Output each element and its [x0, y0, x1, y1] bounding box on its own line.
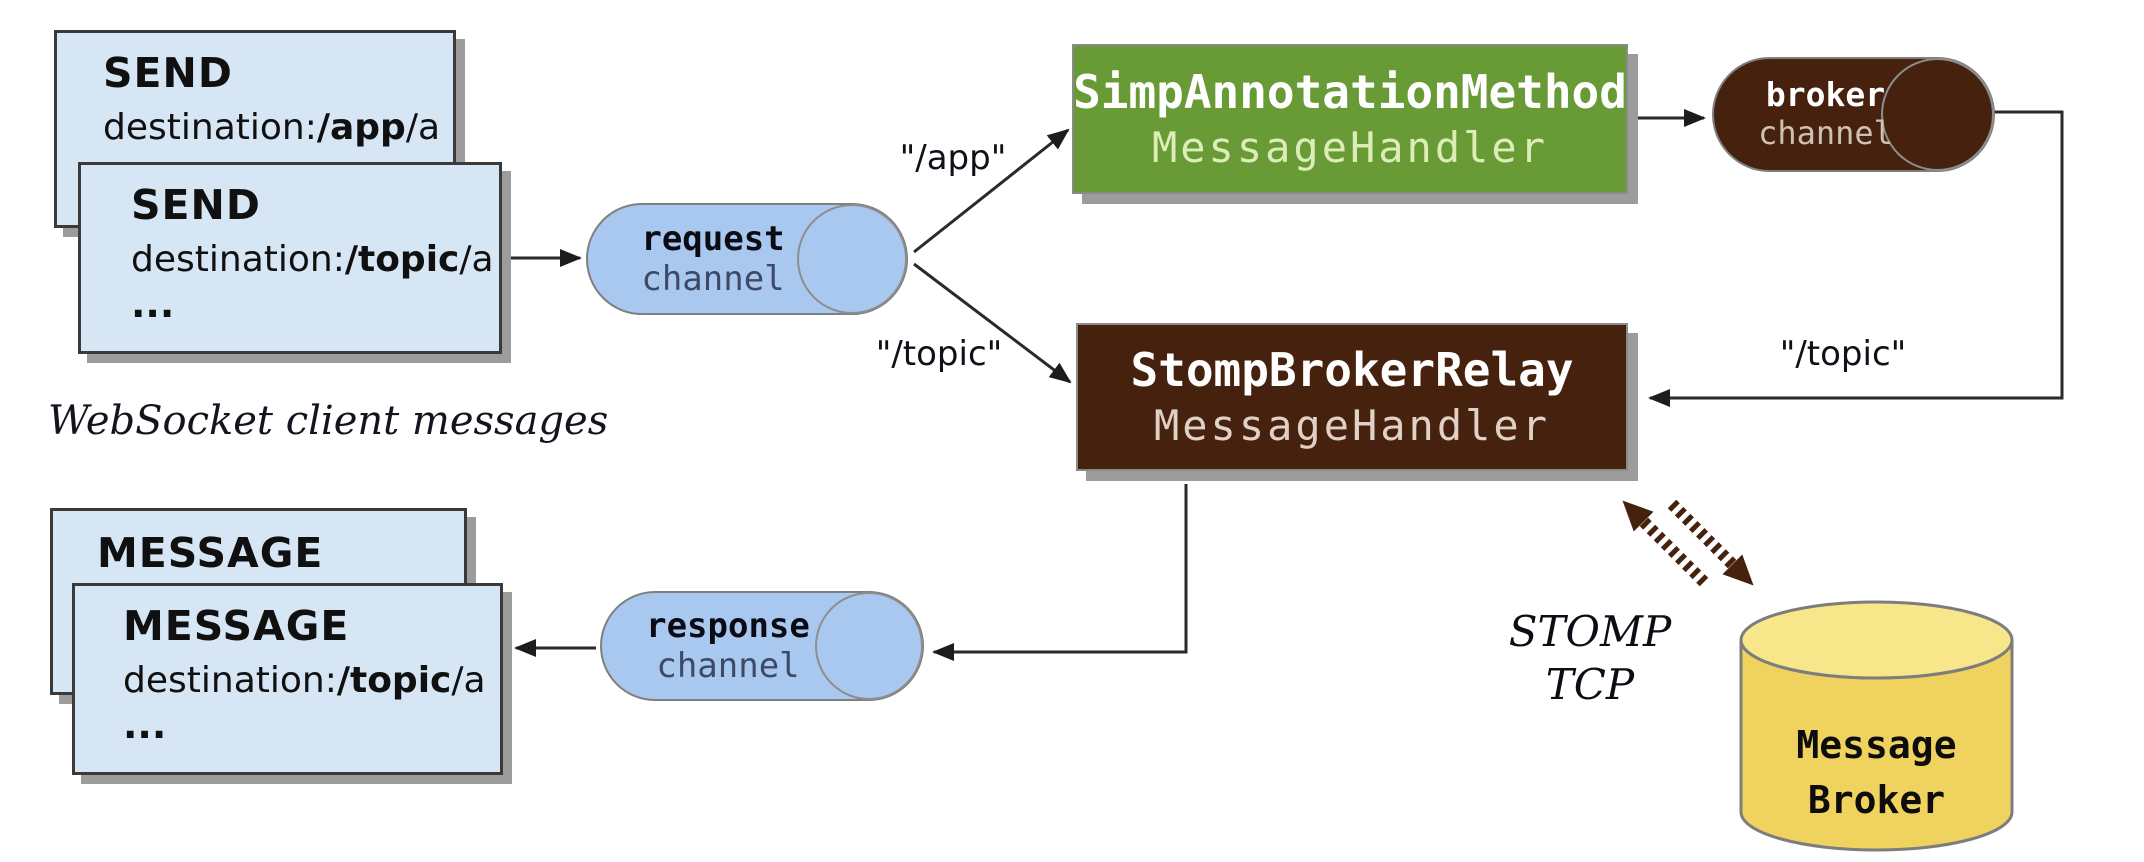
simp-annotation-handler-name: SimpAnnotationMethod: [1073, 65, 1627, 119]
tcp-label-line: TCP: [1545, 659, 1635, 709]
route-topic-right-label: "/topic": [1779, 334, 1907, 374]
message-frame-front-ellipsis: ...: [123, 703, 167, 747]
response-channel-text: response channel: [646, 605, 810, 686]
message-frame-back-title: MESSAGE: [97, 529, 324, 577]
broker-channel-text: broker channel: [1758, 75, 1893, 153]
arrow-broker-channel-to-relay: [1648, 110, 2064, 407]
stomp-broker-relay-box: StompBrokerRelay MessageHandler: [1076, 323, 1628, 471]
request-channel-text: request channel: [641, 218, 785, 299]
response-channel-cap: [815, 592, 923, 700]
stomp-tcp-label: STOMP TCP: [1492, 606, 1688, 711]
stomp-broker-relay-type: MessageHandler: [1153, 400, 1550, 450]
send-frame-front: SEND destination:/topic/a ...: [78, 162, 502, 354]
arrow-relay-to-response: [932, 484, 1188, 661]
websocket-caption: WebSocket client messages: [48, 398, 609, 444]
route-app-label: "/app": [899, 138, 1007, 178]
arrow-request-to-relay: [913, 262, 1072, 384]
send-frame-front-destination: destination:/topic/a: [131, 239, 494, 280]
send-frame-back-destination: destination:/app/a: [103, 107, 441, 148]
message-frame-front-title: MESSAGE: [123, 602, 350, 650]
message-broker-label: Message Broker: [1741, 718, 2012, 828]
arrow-request-to-simp: [913, 128, 1070, 254]
stomp-label-line: STOMP: [1508, 607, 1672, 656]
message-broker-cylinder: [1739, 600, 2014, 852]
send-frame-front-ellipsis: ...: [131, 282, 175, 326]
message-frame-front-destination: destination:/topic/a: [123, 660, 486, 701]
message-broker-label-line2: Broker: [1807, 778, 1946, 823]
broker-channel-pill: broker channel: [1712, 57, 1995, 172]
simp-annotation-handler-type: MessageHandler: [1151, 122, 1548, 172]
stomp-broker-relay-name: StompBrokerRelay: [1130, 343, 1574, 397]
response-channel-pill: response channel: [600, 591, 924, 701]
send-frame-back-title: SEND: [103, 49, 233, 97]
message-frame-front: MESSAGE destination:/topic/a ...: [72, 583, 503, 775]
request-channel-cap: [797, 204, 907, 314]
request-channel-pill: request channel: [586, 203, 908, 315]
route-topic-left-label: "/topic": [875, 334, 1003, 374]
simp-annotation-handler-box: SimpAnnotationMethod MessageHandler: [1072, 44, 1628, 194]
message-broker-label-line1: Message: [1796, 723, 1957, 767]
send-frame-front-title: SEND: [131, 181, 261, 229]
broker-channel-cap: [1881, 58, 1994, 171]
